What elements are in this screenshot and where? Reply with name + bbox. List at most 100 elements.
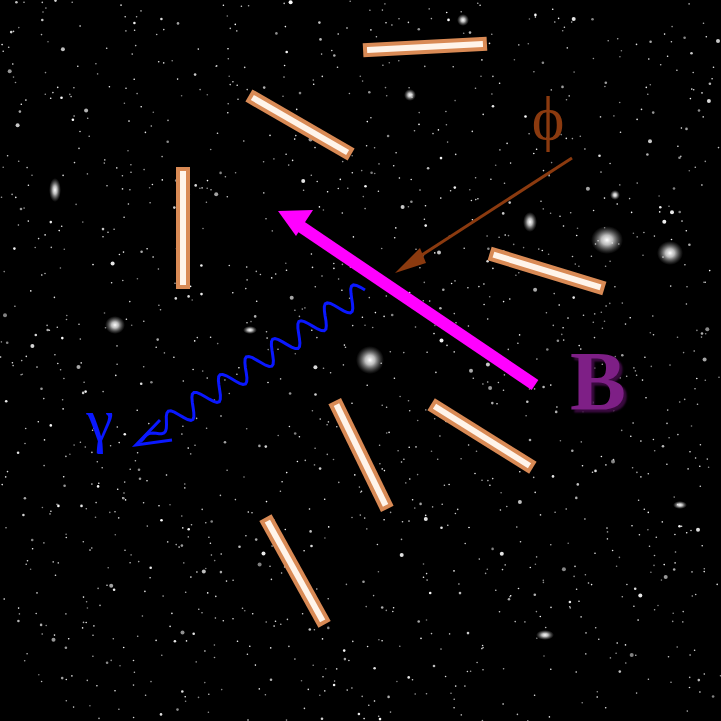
star [313, 365, 317, 369]
star [208, 693, 210, 695]
star [236, 85, 238, 87]
star [656, 537, 658, 539]
star [703, 22, 705, 24]
star [58, 230, 60, 232]
star [265, 218, 267, 220]
star [199, 188, 201, 190]
star [78, 324, 80, 326]
star [197, 337, 199, 339]
star [319, 38, 322, 41]
star [299, 316, 301, 318]
star [584, 518, 586, 520]
star [183, 380, 185, 382]
star [607, 40, 609, 42]
star [35, 334, 38, 337]
star [452, 66, 454, 68]
star [648, 678, 650, 680]
star [66, 315, 68, 317]
star [235, 24, 237, 26]
star [140, 383, 143, 386]
star [255, 271, 257, 273]
star [671, 239, 673, 241]
star [381, 640, 383, 642]
star [701, 336, 703, 338]
star [575, 263, 577, 265]
star [314, 147, 316, 149]
star [41, 34, 43, 36]
star [158, 505, 160, 507]
star [38, 238, 40, 240]
star [631, 212, 633, 214]
star [123, 217, 125, 219]
star [184, 487, 186, 489]
star [1, 196, 3, 198]
star [50, 424, 53, 427]
star [13, 76, 15, 78]
star [275, 273, 277, 275]
star [123, 492, 125, 494]
star [364, 185, 367, 188]
star [605, 707, 607, 709]
star [388, 432, 390, 434]
star [162, 179, 164, 181]
star [18, 607, 20, 609]
star [482, 720, 484, 721]
star [319, 418, 321, 420]
star [263, 192, 265, 194]
star [89, 705, 91, 707]
star [683, 36, 686, 39]
star [577, 227, 579, 229]
star [514, 621, 516, 623]
star [594, 552, 596, 554]
star [57, 363, 59, 365]
star [619, 557, 621, 559]
star [173, 356, 175, 358]
star [5, 476, 7, 478]
star [275, 621, 277, 623]
star [419, 267, 421, 269]
star [123, 251, 125, 253]
star [272, 230, 274, 232]
star [248, 511, 250, 513]
star [492, 478, 494, 480]
star [642, 379, 644, 381]
star [45, 7, 47, 9]
star [670, 285, 672, 287]
star [379, 444, 381, 446]
star [672, 613, 674, 615]
star [206, 428, 208, 430]
star [688, 3, 690, 5]
star [508, 201, 511, 204]
star [414, 507, 416, 509]
star [243, 476, 245, 478]
star [171, 60, 173, 62]
star [294, 658, 296, 660]
star [399, 396, 401, 398]
star [174, 640, 177, 643]
photon-wave [140, 285, 365, 442]
star [660, 64, 662, 66]
star [634, 588, 637, 591]
star [487, 318, 489, 320]
star [119, 665, 121, 667]
star [190, 286, 192, 288]
star [399, 177, 401, 179]
field-arrowhead [395, 248, 426, 273]
star [690, 52, 693, 55]
star [323, 209, 325, 211]
star [485, 573, 487, 575]
star [607, 531, 609, 533]
star [698, 109, 701, 112]
star [573, 576, 575, 578]
star [183, 562, 185, 564]
star [543, 580, 545, 582]
star [246, 266, 248, 268]
star [309, 530, 312, 533]
star [267, 349, 269, 351]
star [214, 644, 216, 646]
star [668, 656, 670, 658]
star [366, 145, 368, 147]
star [199, 89, 201, 91]
star [616, 203, 618, 205]
star [273, 158, 275, 160]
